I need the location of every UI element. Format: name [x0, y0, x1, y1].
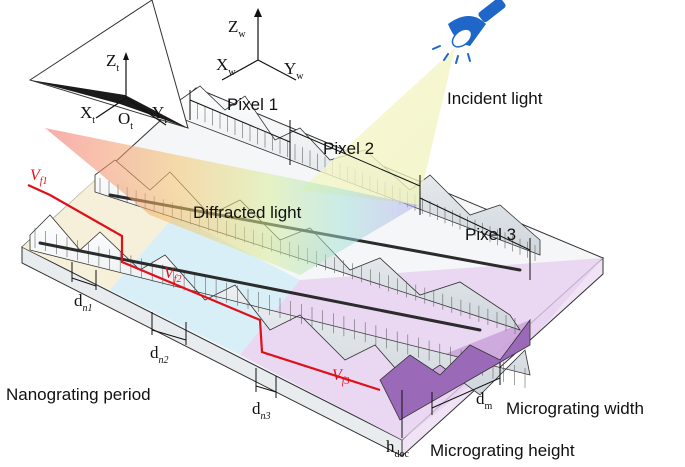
diffracted-light-beam — [45, 128, 418, 275]
pixel-dimension-lines — [189, 90, 531, 280]
nanograting-period-label: Nanograting period — [6, 385, 151, 404]
ridge-row-front — [29, 214, 531, 396]
velocity-label-1: Vf1 — [30, 167, 48, 187]
pixel3-label: Pixel 3 — [465, 225, 516, 244]
world-y-label: Yw — [284, 59, 304, 82]
velocity-label-3: Vf3 — [332, 367, 350, 387]
period-label-2: dn2 — [150, 343, 169, 366]
micrograting-width-symbol: dm — [476, 389, 493, 412]
period-label-1: dn1 — [74, 291, 93, 314]
period-label-3: dn3 — [252, 399, 271, 422]
velocity-line — [27, 183, 381, 392]
velocity-label-2: Vf2 — [164, 265, 182, 285]
tilted-z-label: Zt — [106, 51, 119, 74]
lamp-icon — [432, 0, 506, 64]
diffracted-light-label: Diffracted light — [193, 203, 302, 222]
micro-markers — [401, 362, 501, 438]
incident-light-label: Incident light — [447, 89, 543, 108]
tilted-plane — [28, 0, 189, 129]
micrograting-width-label: Micrograting width — [506, 399, 644, 418]
period-markers — [71, 262, 277, 398]
pixel1-label: Pixel 1 — [227, 95, 278, 114]
tilted-o-label: Ot — [118, 109, 133, 132]
world-axes — [221, 12, 297, 81]
pixel2-label: Pixel 2 — [323, 139, 374, 158]
tilted-frame — [28, 0, 189, 129]
tilted-y-label: Yt — [152, 103, 167, 126]
world-z-label: Zw — [228, 17, 246, 40]
pixel2-tint — [110, 215, 300, 355]
incident-light-beam — [300, 48, 455, 205]
micrograting-front — [379, 318, 531, 421]
micrograting-height-label: Micrograting height — [430, 441, 575, 460]
micrograting-height-symbol: hdoc — [386, 437, 410, 460]
world-x-label: Xw — [216, 55, 236, 78]
tilted-x-label: Xt — [80, 103, 95, 126]
